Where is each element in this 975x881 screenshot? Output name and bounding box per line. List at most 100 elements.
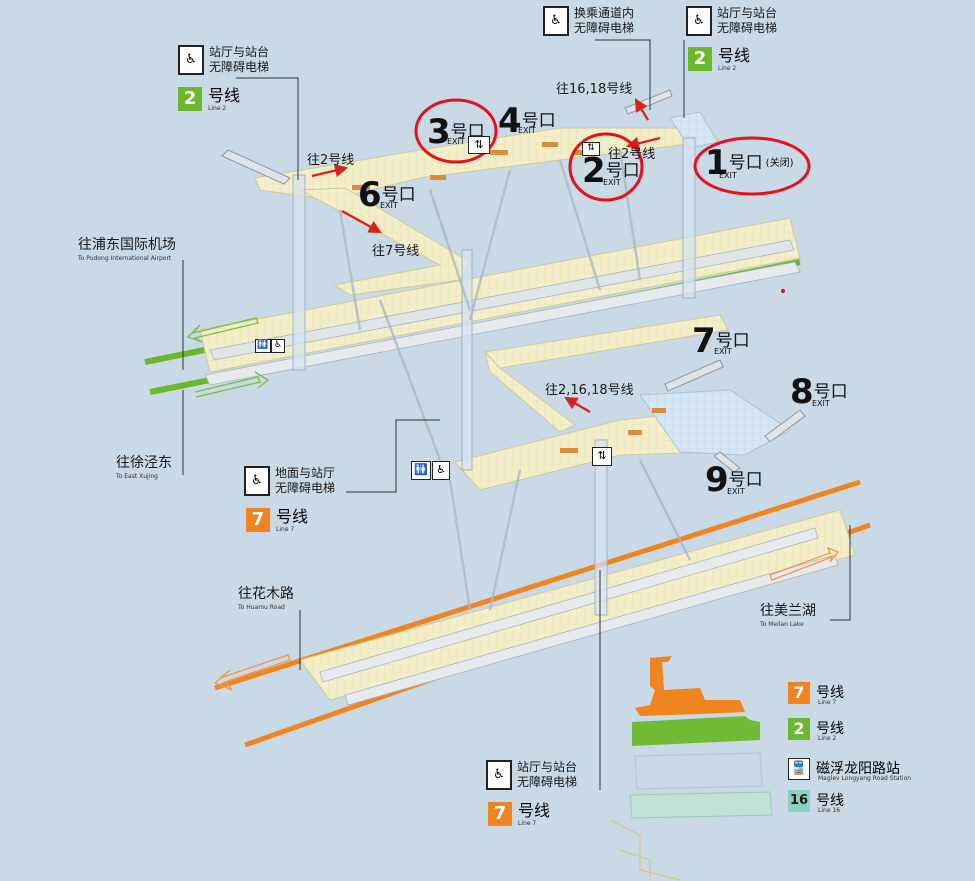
line7-badge: 7 (488, 802, 512, 826)
exit-number: 1 (705, 143, 729, 183)
elevator-icon: ⇅ (592, 447, 612, 466)
support-columns (292, 137, 696, 616)
elevator-icon: ⇅ (468, 136, 490, 154)
direction-zh: 往徐泾东 (116, 455, 172, 471)
lift-text-line2: 无障碍电梯 (717, 21, 778, 35)
lift-label-concourse-platform-line2-left: ♿站厅与站台无障碍电梯 (178, 45, 269, 75)
lift-label-ground-concourse: ♿地面与站厅无障碍电梯 (244, 466, 335, 496)
exit-number: 9 (705, 460, 729, 500)
lift-text-line2: 无障碍电梯 (574, 21, 635, 35)
line7-direction-arrows (213, 546, 840, 691)
highlight-circles (414, 98, 811, 202)
direction-east-xujing: 往徐泾东 To East Xujing (116, 452, 172, 480)
lift-text-line2: 无障碍电梯 (517, 775, 578, 789)
accessible-lift-icon: ♿ (244, 466, 270, 496)
line2-badge: 2 (788, 718, 810, 740)
line7-tracks (214, 479, 871, 748)
exit-en: EXIT (380, 201, 398, 210)
line-name: 号线 (208, 86, 241, 105)
lift-label-concourse-platform-line7: ♿站厅与站台无障碍电梯 (486, 760, 577, 790)
exit-2-highlight-circle (568, 132, 644, 202)
bracing (338, 149, 692, 611)
red-dot-marker (781, 289, 785, 293)
legend-name-en: Line 16 (818, 807, 841, 814)
callout-lines (182, 39, 851, 790)
exit-kou: 号口 (521, 111, 556, 131)
line-name-en: Line 7 (276, 526, 295, 533)
exit-en: EXIT (727, 487, 745, 496)
line-name-en: Line 2 (208, 105, 227, 112)
exit-kou: 号口 (728, 153, 763, 173)
direction-meilan-lake: 往美兰湖 To Meilan Lake (760, 600, 816, 628)
legend-name: 号线 (816, 793, 844, 809)
lift-text-line1: 站厅与站台 (717, 6, 778, 20)
direction-huamu-road: 往花木路 To Huamu Road (238, 583, 294, 611)
transfer-label-to-line2-right: 往2号线 (608, 147, 656, 162)
mini-legend-map (609, 656, 773, 881)
accessible-lift-icon: ♿ (178, 45, 204, 75)
direction-en: To Pudong International Airport (78, 255, 172, 262)
wheelchair-icon: ♿ (271, 339, 285, 353)
toilet-icon: 🚻 (255, 339, 271, 353)
lift-text-line1: 地面与站厅 (275, 466, 336, 480)
exit-number: 3 (427, 112, 451, 152)
line2-badge: 2 (688, 47, 712, 71)
direction-zh: 往美兰湖 (760, 603, 816, 619)
direction-en: To East Xujing (116, 473, 158, 480)
line2-badge: 2 (178, 87, 202, 111)
lift-text-line1: 站厅与站台 (517, 760, 578, 774)
exit-en: EXIT (714, 347, 732, 356)
elevator-icon: ⇅ (582, 142, 600, 156)
line-name: 号线 (518, 801, 551, 820)
exit-kou: 号口 (813, 382, 848, 402)
toilet-icon: 🚻 (411, 461, 431, 480)
legend-name-en: Line 2 (818, 735, 837, 742)
direction-zh: 往花木路 (238, 586, 294, 602)
lift-text-line1: 站厅与站台 (209, 45, 270, 59)
wheelchair-icon: ♿ (432, 461, 450, 480)
transfer-label-to-line7: 往7号线 (372, 244, 420, 259)
exit-en: EXIT (447, 137, 465, 146)
line7-badge: 7 (788, 682, 810, 704)
legend-name-en: Maglev Longyang Road Station (818, 775, 912, 782)
line-name-en: Line 2 (718, 65, 737, 72)
legend-name: 磁浮龙阳路站 (816, 761, 900, 777)
direction-en: To Huamu Road (238, 604, 285, 611)
direction-zh: 往浦东国际机场 (78, 237, 176, 253)
upper-concourse (254, 111, 721, 296)
legend-name: 号线 (816, 721, 844, 737)
exit-kou: 号口 (728, 470, 763, 490)
exit-closed-note: (关闭) (765, 158, 794, 169)
exit-number: 8 (790, 372, 814, 412)
legend-name: 号线 (816, 685, 844, 701)
accessible-lift-icon: ♿ (686, 6, 712, 36)
train-icon: 🚆 (788, 758, 810, 780)
lift-label-transfer-passage: ♿换乘通道内无障碍电梯 (543, 6, 634, 36)
legend-name-en: Line 7 (818, 699, 837, 706)
line2-direction-arrows (186, 317, 270, 398)
line-name: 号线 (276, 507, 309, 526)
line-name-en: Line 7 (518, 820, 537, 827)
line-name: 号线 (718, 46, 751, 65)
exit-number: 2 (582, 151, 606, 191)
exit-number: 6 (358, 175, 382, 215)
exit-kou: 号口 (715, 331, 750, 351)
direction-pudong-airport: 往浦东国际机场 To Pudong International Airport (78, 234, 176, 262)
exit-en: EXIT (603, 178, 621, 187)
exit-number: 4 (498, 101, 522, 141)
lift-label-concourse-platform-line2-right: ♿ 站厅与站台无障碍电梯 (686, 6, 777, 36)
transfer-label-to-line2: 往2号线 (307, 153, 355, 168)
